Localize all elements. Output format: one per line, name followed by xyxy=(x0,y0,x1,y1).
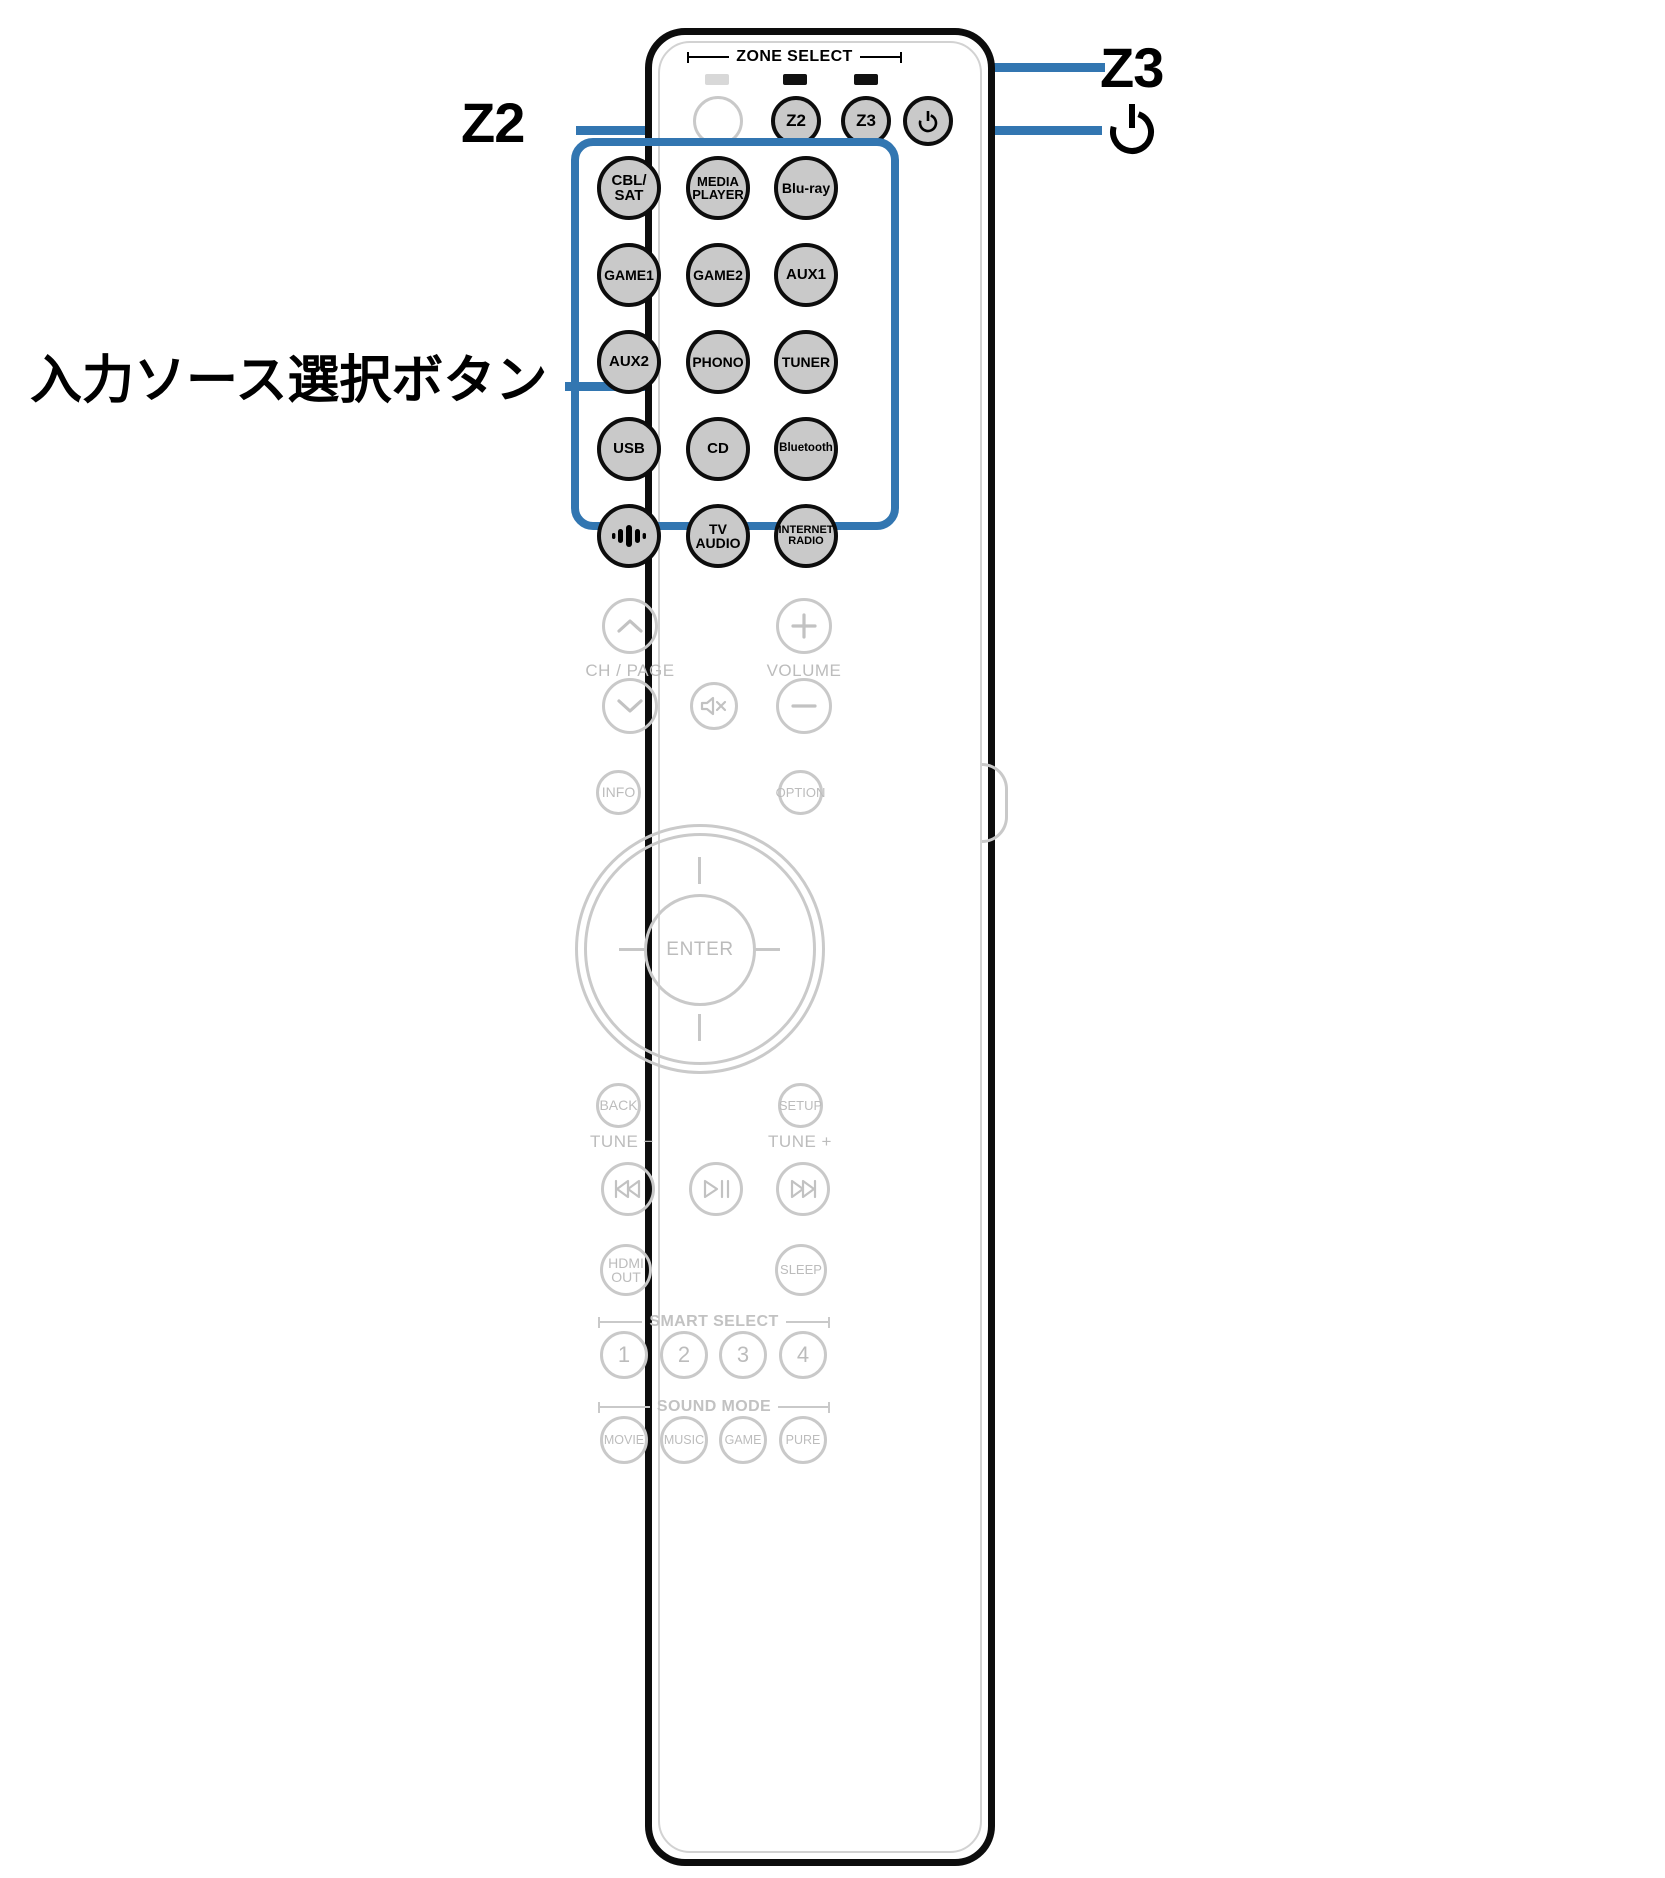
power-button[interactable] xyxy=(903,96,953,146)
source-bluetooth[interactable]: Bluetooth xyxy=(774,417,838,481)
remote-side-bump xyxy=(982,763,1008,843)
smart-select-4-button[interactable]: 4 xyxy=(779,1331,827,1379)
smart-select-bracket: SMART SELECT xyxy=(598,1313,831,1331)
zone-3-button[interactable]: Z3 xyxy=(841,96,891,146)
skip-previous-button[interactable] xyxy=(601,1162,655,1216)
sleep-button[interactable]: SLEEP xyxy=(775,1244,827,1296)
main-zone-led xyxy=(705,74,729,85)
source-heos[interactable] xyxy=(597,504,661,568)
callout-label-z3: Z3 xyxy=(1100,36,1164,99)
option-button[interactable]: OPTION xyxy=(776,770,825,815)
smart-select-label: SMART SELECT xyxy=(649,1313,779,1330)
bracket-rule-right xyxy=(859,52,903,63)
source-game1[interactable]: GAME1 xyxy=(597,243,661,307)
bracket-rule-right xyxy=(778,1402,831,1413)
sound-mode-pure-button[interactable]: PURE xyxy=(779,1416,827,1464)
cursor-left-tick[interactable] xyxy=(619,948,646,951)
source-aux2[interactable]: AUX2 xyxy=(597,330,661,394)
zone-2-button[interactable]: Z2 xyxy=(771,96,821,146)
skip-back-icon xyxy=(614,1179,641,1199)
tune-minus-label: TUNE − xyxy=(590,1132,654,1151)
cursor-up-tick[interactable] xyxy=(698,857,701,884)
zone-select-bracket: ZONE SELECT xyxy=(687,48,903,66)
volume-up-button[interactable] xyxy=(776,598,832,654)
source-internet-radio[interactable]: INTERNET RADIO xyxy=(774,504,838,568)
source-aux1[interactable]: AUX1 xyxy=(774,243,838,307)
source-phono[interactable]: PHONO xyxy=(686,330,750,394)
setup-button[interactable]: SETUP xyxy=(778,1083,823,1128)
minus-icon xyxy=(791,704,817,708)
remote-control: ZONE SELECT Z2 Z3 CBL/ SAT MEDIA PLAYER … xyxy=(571,28,1008,1866)
chevron-down-icon xyxy=(617,699,643,713)
sound-mode-bracket: SOUND MODE xyxy=(598,1398,831,1416)
leader-line-z3-horizontal xyxy=(935,63,1105,72)
leader-line-power xyxy=(930,126,1102,135)
sound-mode-music-button[interactable]: MUSIC xyxy=(660,1416,708,1464)
zone-select-label: ZONE SELECT xyxy=(736,48,853,65)
power-icon xyxy=(918,110,938,132)
mute-icon xyxy=(700,696,727,716)
smart-select-3-button[interactable]: 3 xyxy=(719,1331,767,1379)
source-game2[interactable]: GAME2 xyxy=(686,243,750,307)
sound-mode-game-button[interactable]: GAME xyxy=(719,1416,767,1464)
ch-page-label: CH / PAGE xyxy=(585,661,675,680)
heos-icon xyxy=(612,525,646,547)
channel-page-down-button[interactable] xyxy=(602,678,658,734)
tune-plus-label: TUNE + xyxy=(768,1132,832,1151)
source-blu-ray[interactable]: Blu-ray xyxy=(774,156,838,220)
source-cd[interactable]: CD xyxy=(686,417,750,481)
callout-power-icon xyxy=(1105,100,1159,156)
sound-mode-label: SOUND MODE xyxy=(656,1398,772,1415)
skip-next-button[interactable] xyxy=(776,1162,830,1216)
main-zone-button[interactable] xyxy=(693,96,743,146)
source-usb[interactable]: USB xyxy=(597,417,661,481)
cursor-right-tick[interactable] xyxy=(753,948,780,951)
plus-icon xyxy=(791,613,817,639)
play-pause-icon xyxy=(703,1179,730,1199)
info-button[interactable]: INFO xyxy=(596,770,641,815)
smart-select-2-button[interactable]: 2 xyxy=(660,1331,708,1379)
mute-button[interactable] xyxy=(690,682,738,730)
source-cbl-sat[interactable]: CBL/ SAT xyxy=(597,156,661,220)
back-button[interactable]: BACK xyxy=(596,1083,641,1128)
source-tv-audio[interactable]: TV AUDIO xyxy=(686,504,750,568)
callout-label-z2: Z2 xyxy=(461,91,525,154)
bracket-rule-left xyxy=(598,1402,650,1413)
channel-page-up-button[interactable] xyxy=(602,598,658,654)
enter-button[interactable]: ENTER xyxy=(644,894,756,1006)
bracket-rule-left xyxy=(598,1317,643,1328)
callout-label-input-source: 入力ソース選択ボタン xyxy=(30,351,548,411)
zone-3-led xyxy=(854,74,878,85)
source-tuner[interactable]: TUNER xyxy=(774,330,838,394)
zone-2-led xyxy=(783,74,807,85)
navigation-ring-inner-edge xyxy=(584,833,816,1065)
source-media-player[interactable]: MEDIA PLAYER xyxy=(686,156,750,220)
volume-label: VOLUME xyxy=(766,661,842,680)
chevron-up-icon xyxy=(617,619,643,633)
navigation-ring-outer[interactable] xyxy=(575,824,825,1074)
bracket-rule-right xyxy=(785,1317,831,1328)
smart-select-1-button[interactable]: 1 xyxy=(600,1331,648,1379)
cursor-down-tick[interactable] xyxy=(698,1014,701,1041)
volume-down-button[interactable] xyxy=(776,678,832,734)
sound-mode-movie-button[interactable]: MOVIE xyxy=(600,1416,648,1464)
play-pause-button[interactable] xyxy=(689,1162,743,1216)
hdmi-out-button[interactable]: HDMI OUT xyxy=(600,1244,652,1296)
skip-forward-icon xyxy=(790,1179,817,1199)
bracket-rule-left xyxy=(687,52,730,63)
